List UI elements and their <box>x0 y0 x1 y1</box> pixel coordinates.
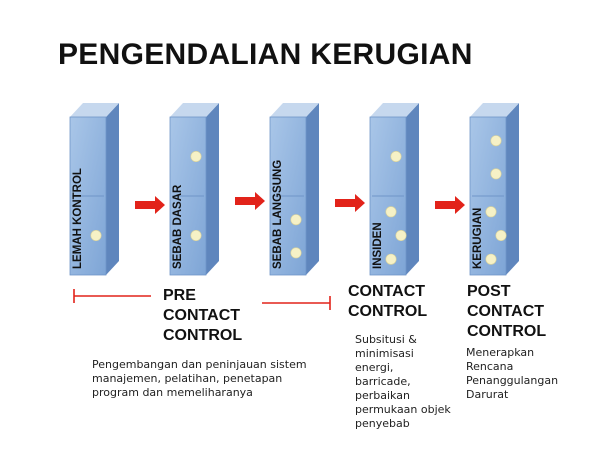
domino-dot <box>385 206 397 218</box>
domino-top <box>470 103 519 117</box>
domino-top <box>270 103 319 117</box>
bracket-layer <box>73 289 331 310</box>
arrow <box>135 196 165 214</box>
arrow <box>335 194 365 212</box>
arrow <box>435 196 465 214</box>
phase-label-post-contact: POST CONTACT CONTROL <box>467 283 547 340</box>
domino-dot <box>490 135 502 147</box>
domino-dot <box>190 230 202 242</box>
domino-label: SEBAB DASAR <box>172 184 184 269</box>
domino: KERUGIAN <box>469 103 519 276</box>
description-post-contact: Menerapkan Rencana Penanggulangan Darura… <box>466 346 559 401</box>
domino-dot <box>390 151 402 163</box>
description-pre-contact: Pengembangan dan peninjauan sistem manaj… <box>92 358 307 399</box>
domino-dot <box>490 168 502 180</box>
domino-top <box>170 103 219 117</box>
description-contact: Subsitusi & minimisasi energi, barricade… <box>355 333 451 430</box>
domino-dot <box>395 230 407 242</box>
domino: SEBAB DASAR <box>169 103 219 276</box>
domino: SEBAB LANGSUNG <box>269 103 319 276</box>
domino-layer: LEMAH KONTROL SEBAB DASAR SEBAB LANGSUNG IN… <box>69 103 519 276</box>
domino: INSIDEN <box>369 103 419 276</box>
phase-label-pre-contact: PRE CONTACT CONTROL <box>163 287 243 344</box>
domino-side <box>306 103 319 275</box>
domino-dot <box>495 230 507 242</box>
domino-dot <box>90 230 102 242</box>
domino-side <box>406 103 419 275</box>
domino-dot <box>485 253 497 265</box>
domino-side <box>106 103 119 275</box>
arrow <box>235 192 265 210</box>
phase-label-contact: CONTACT CONTROL <box>348 283 428 320</box>
domino-label: SEBAB LANGSUNG <box>272 160 284 269</box>
domino-top <box>70 103 119 117</box>
domino-label: LEMAH KONTROL <box>72 168 84 269</box>
page-title: PENGENDALIAN KERUGIAN <box>58 38 473 71</box>
domino-dot <box>290 247 302 259</box>
domino-dot <box>290 214 302 226</box>
arrow-layer <box>135 192 465 214</box>
domino-top <box>370 103 419 117</box>
domino: LEMAH KONTROL <box>69 103 119 276</box>
domino-side <box>206 103 219 275</box>
domino-dot <box>485 206 497 218</box>
domino-dot <box>385 253 397 265</box>
domino-label: KERUGIAN <box>472 208 484 269</box>
domino-label: INSIDEN <box>372 222 384 269</box>
domino-side <box>506 103 519 275</box>
domino-dot <box>190 151 202 163</box>
